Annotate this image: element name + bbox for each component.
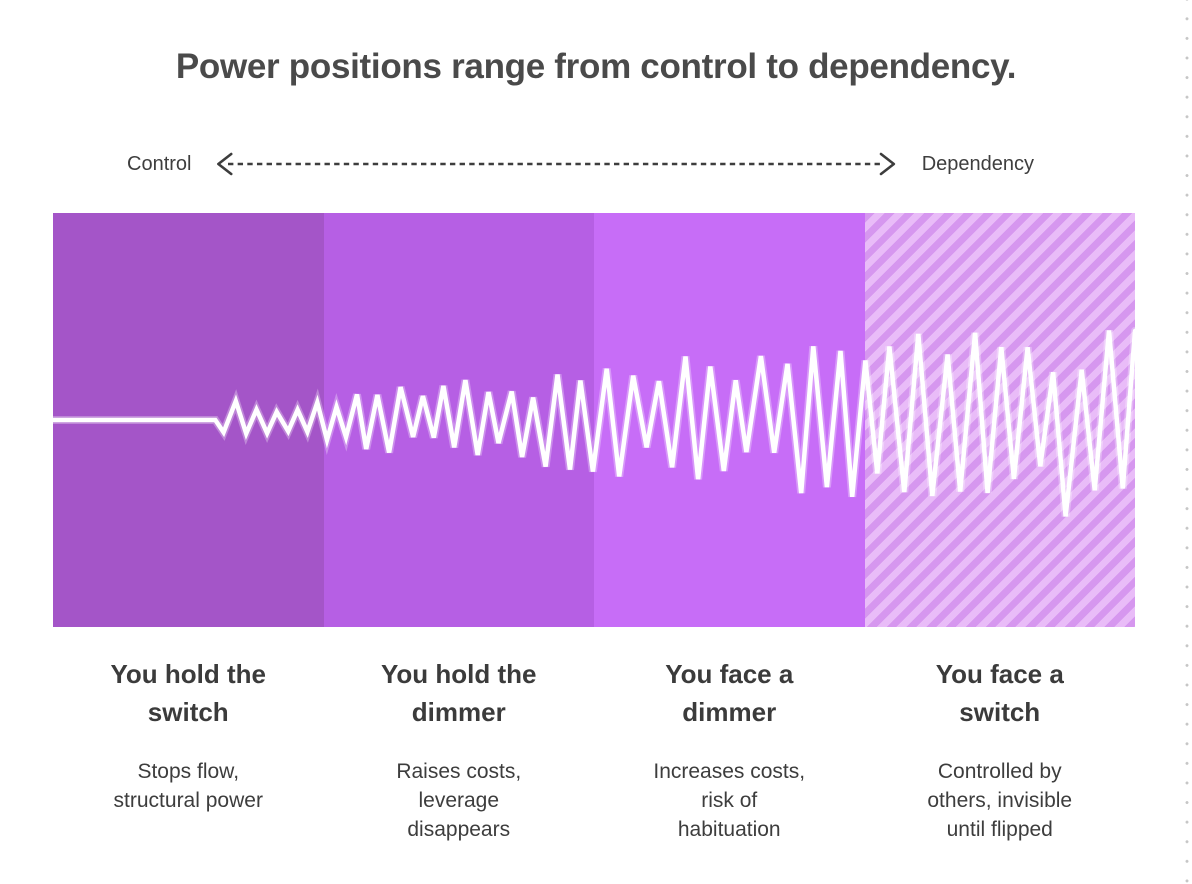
column-description: Controlled by others, invisible until fl… [927,760,1073,841]
spectrum-axis: Control Dependency [127,149,1034,179]
column-hold-switch: You hold the switch Stops flow, structur… [53,655,324,844]
column-hold-dimmer: You hold the dimmer Raises costs, levera… [324,655,595,844]
column-title: You hold the dimmer [381,659,537,727]
dot-grid-column [1183,0,1191,884]
column-title: You face a switch [935,659,1064,727]
legend-columns: You hold the switch Stops flow, structur… [53,655,1135,844]
column-description: Increases costs, risk of habituation [653,760,806,841]
double-arrow-icon [213,151,899,177]
gradient-band-strip [53,213,1135,627]
column-title: You face a dimmer [665,659,794,727]
page-title: Power positions range from control to de… [175,47,1017,87]
band-face-switch [864,213,1135,627]
column-face-dimmer: You face a dimmer Increases costs, risk … [594,655,865,844]
axis-label-dependency: Dependency [921,153,1034,175]
band-face-dimmer [594,213,865,627]
band-hold-dimmer [323,213,594,627]
column-face-switch: You face a switch Controlled by others, … [865,655,1136,844]
axis-label-control: Control [127,153,192,175]
band-hold-switch [53,213,324,627]
column-description: Stops flow, structural power [113,760,263,812]
column-description: Raises costs, leverage disappears [396,760,522,841]
column-title: You hold the switch [110,659,267,727]
